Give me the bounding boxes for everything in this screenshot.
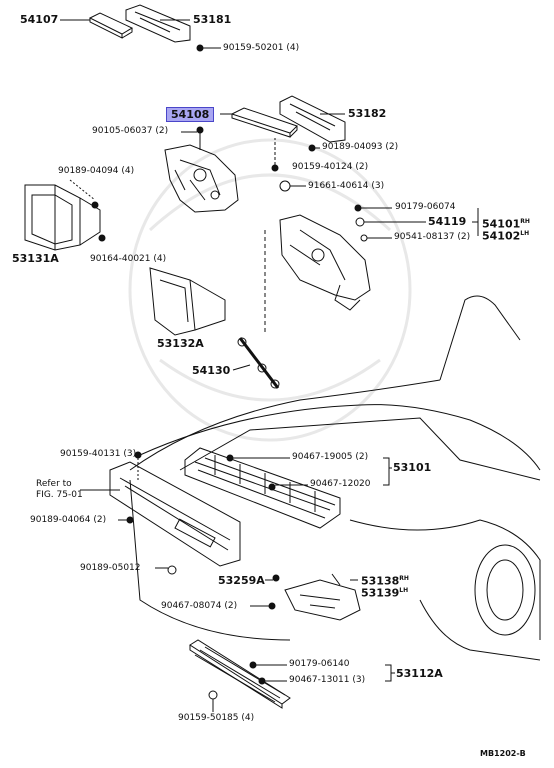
label-90467-08074-num: 90467-08074	[161, 601, 222, 611]
part-53181-shape	[125, 4, 191, 43]
qty-90467-08074: (2)	[224, 601, 238, 611]
label-90159-40131-num: 90159-40131	[60, 449, 121, 459]
refer-line-2: FIG. 75-01	[36, 490, 83, 500]
car-body-outline	[129, 295, 541, 661]
label-53139-num: 53139	[361, 586, 400, 600]
side-53139: LH	[399, 587, 409, 594]
label-90159-40124-num: 90159-40124	[292, 162, 353, 172]
part-54108-shape	[230, 107, 298, 138]
label-90189-05012[interactable]: 90189-05012	[80, 563, 141, 573]
label-54107[interactable]: 54107	[20, 13, 59, 26]
part-53132a-shape	[149, 267, 226, 336]
label-53131a[interactable]: 53131A	[12, 252, 59, 265]
label-90164-40021[interactable]: 90164-40021 (4)	[90, 254, 166, 265]
label-90179-06074[interactable]: 90179-06074	[395, 202, 456, 212]
label-53138-num: 53138	[361, 574, 400, 588]
part-53112a-shape	[189, 639, 291, 709]
label-54119[interactable]: 54119	[428, 215, 467, 228]
label-90105-06037-num: 90105-06037	[92, 126, 153, 136]
label-54101[interactable]: 54101RH	[482, 215, 530, 231]
label-90189-04093[interactable]: 90189-04093 (2)	[322, 142, 398, 153]
label-90179-06140[interactable]: 90179-06140	[289, 659, 350, 669]
part-53131a-shape	[24, 184, 101, 251]
label-90159-50185[interactable]: 90159-50185 (4)	[178, 713, 254, 724]
label-54108-highlighted[interactable]: 54108	[166, 107, 215, 122]
side-54101: RH	[520, 218, 530, 225]
label-53181[interactable]: 53181	[193, 13, 232, 26]
qty-90189-04094: (4)	[121, 166, 135, 176]
label-90189-04064-num: 90189-04064	[30, 515, 91, 525]
qty-90189-04064: (2)	[93, 515, 107, 525]
label-90467-08074[interactable]: 90467-08074 (2)	[161, 601, 237, 612]
part-53138-shape	[284, 579, 361, 621]
label-53182[interactable]: 53182	[348, 107, 387, 120]
label-90189-04094-num: 90189-04094	[58, 166, 119, 176]
qty-90467-19005: (2)	[355, 452, 369, 462]
qty-90159-40124: (2)	[355, 162, 369, 172]
label-53101[interactable]: 53101	[393, 461, 432, 474]
qty-90159-50201: (4)	[286, 43, 300, 53]
diagram-code: MB1202-B	[480, 749, 526, 758]
label-90159-50201[interactable]: 90159-50201 (4)	[223, 43, 299, 54]
label-53132a[interactable]: 53132A	[157, 337, 204, 350]
qty-90164-40021: (4)	[153, 254, 167, 264]
label-91661-40614-num: 91661-40614	[308, 181, 369, 191]
qty-90467-13011: (3)	[352, 675, 366, 685]
label-90467-19005-num: 90467-19005	[292, 452, 353, 462]
label-90467-13011[interactable]: 90467-13011 (3)	[289, 675, 365, 686]
label-90189-04094[interactable]: 90189-04094 (4)	[58, 166, 134, 177]
qty-90189-04093: (2)	[385, 142, 399, 152]
label-54102-num: 54102	[482, 229, 521, 243]
label-54130[interactable]: 54130	[192, 364, 231, 377]
label-90159-40124[interactable]: 90159-40124 (2)	[292, 162, 368, 173]
label-54101-num: 54101	[482, 217, 521, 231]
qty-91661-40614: (3)	[371, 181, 385, 191]
clip-shape	[196, 44, 204, 52]
label-53112a[interactable]: 53112A	[396, 667, 443, 680]
label-90189-04064[interactable]: 90189-04064 (2)	[30, 515, 106, 526]
label-90467-12020[interactable]: 90467-12020	[310, 479, 371, 489]
part-bumper-trim-shape	[109, 461, 241, 567]
part-53101-shape	[184, 447, 341, 529]
qty-90159-50185: (4)	[241, 713, 255, 723]
label-54102[interactable]: 54102LH	[482, 227, 529, 243]
label-90105-06037[interactable]: 90105-06037 (2)	[92, 126, 168, 137]
part-53182-shape	[279, 95, 346, 143]
label-90541-08137[interactable]: 90541-08137 (2)	[394, 232, 470, 243]
label-53138[interactable]: 53138RH	[361, 572, 409, 588]
label-53139[interactable]: 53139LH	[361, 584, 408, 600]
part-bracket-right-shape	[279, 214, 371, 311]
label-90467-19005[interactable]: 90467-19005 (2)	[292, 452, 368, 463]
qty-90159-40131: (3)	[123, 449, 137, 459]
part-54130-shape	[237, 337, 280, 389]
label-90467-13011-num: 90467-13011	[289, 675, 350, 685]
part-bracket-left-shape	[164, 144, 239, 213]
label-90541-08137-num: 90541-08137	[394, 232, 455, 242]
refer-line-1: Refer to	[36, 479, 72, 489]
qty-90541-08137: (2)	[457, 232, 471, 242]
label-90159-50201-num: 90159-50201	[223, 43, 284, 53]
label-90159-40131[interactable]: 90159-40131 (3)	[60, 449, 136, 460]
qty-90105-06037: (2)	[155, 126, 169, 136]
label-90159-50185-num: 90159-50185	[178, 713, 239, 723]
label-53259a[interactable]: 53259A	[218, 574, 265, 587]
label-90164-40021-num: 90164-40021	[90, 254, 151, 264]
label-91661-40614[interactable]: 91661-40614 (3)	[308, 181, 384, 192]
label-90189-04093-num: 90189-04093	[322, 142, 383, 152]
side-54102: LH	[520, 230, 530, 237]
side-53138: RH	[399, 575, 409, 582]
